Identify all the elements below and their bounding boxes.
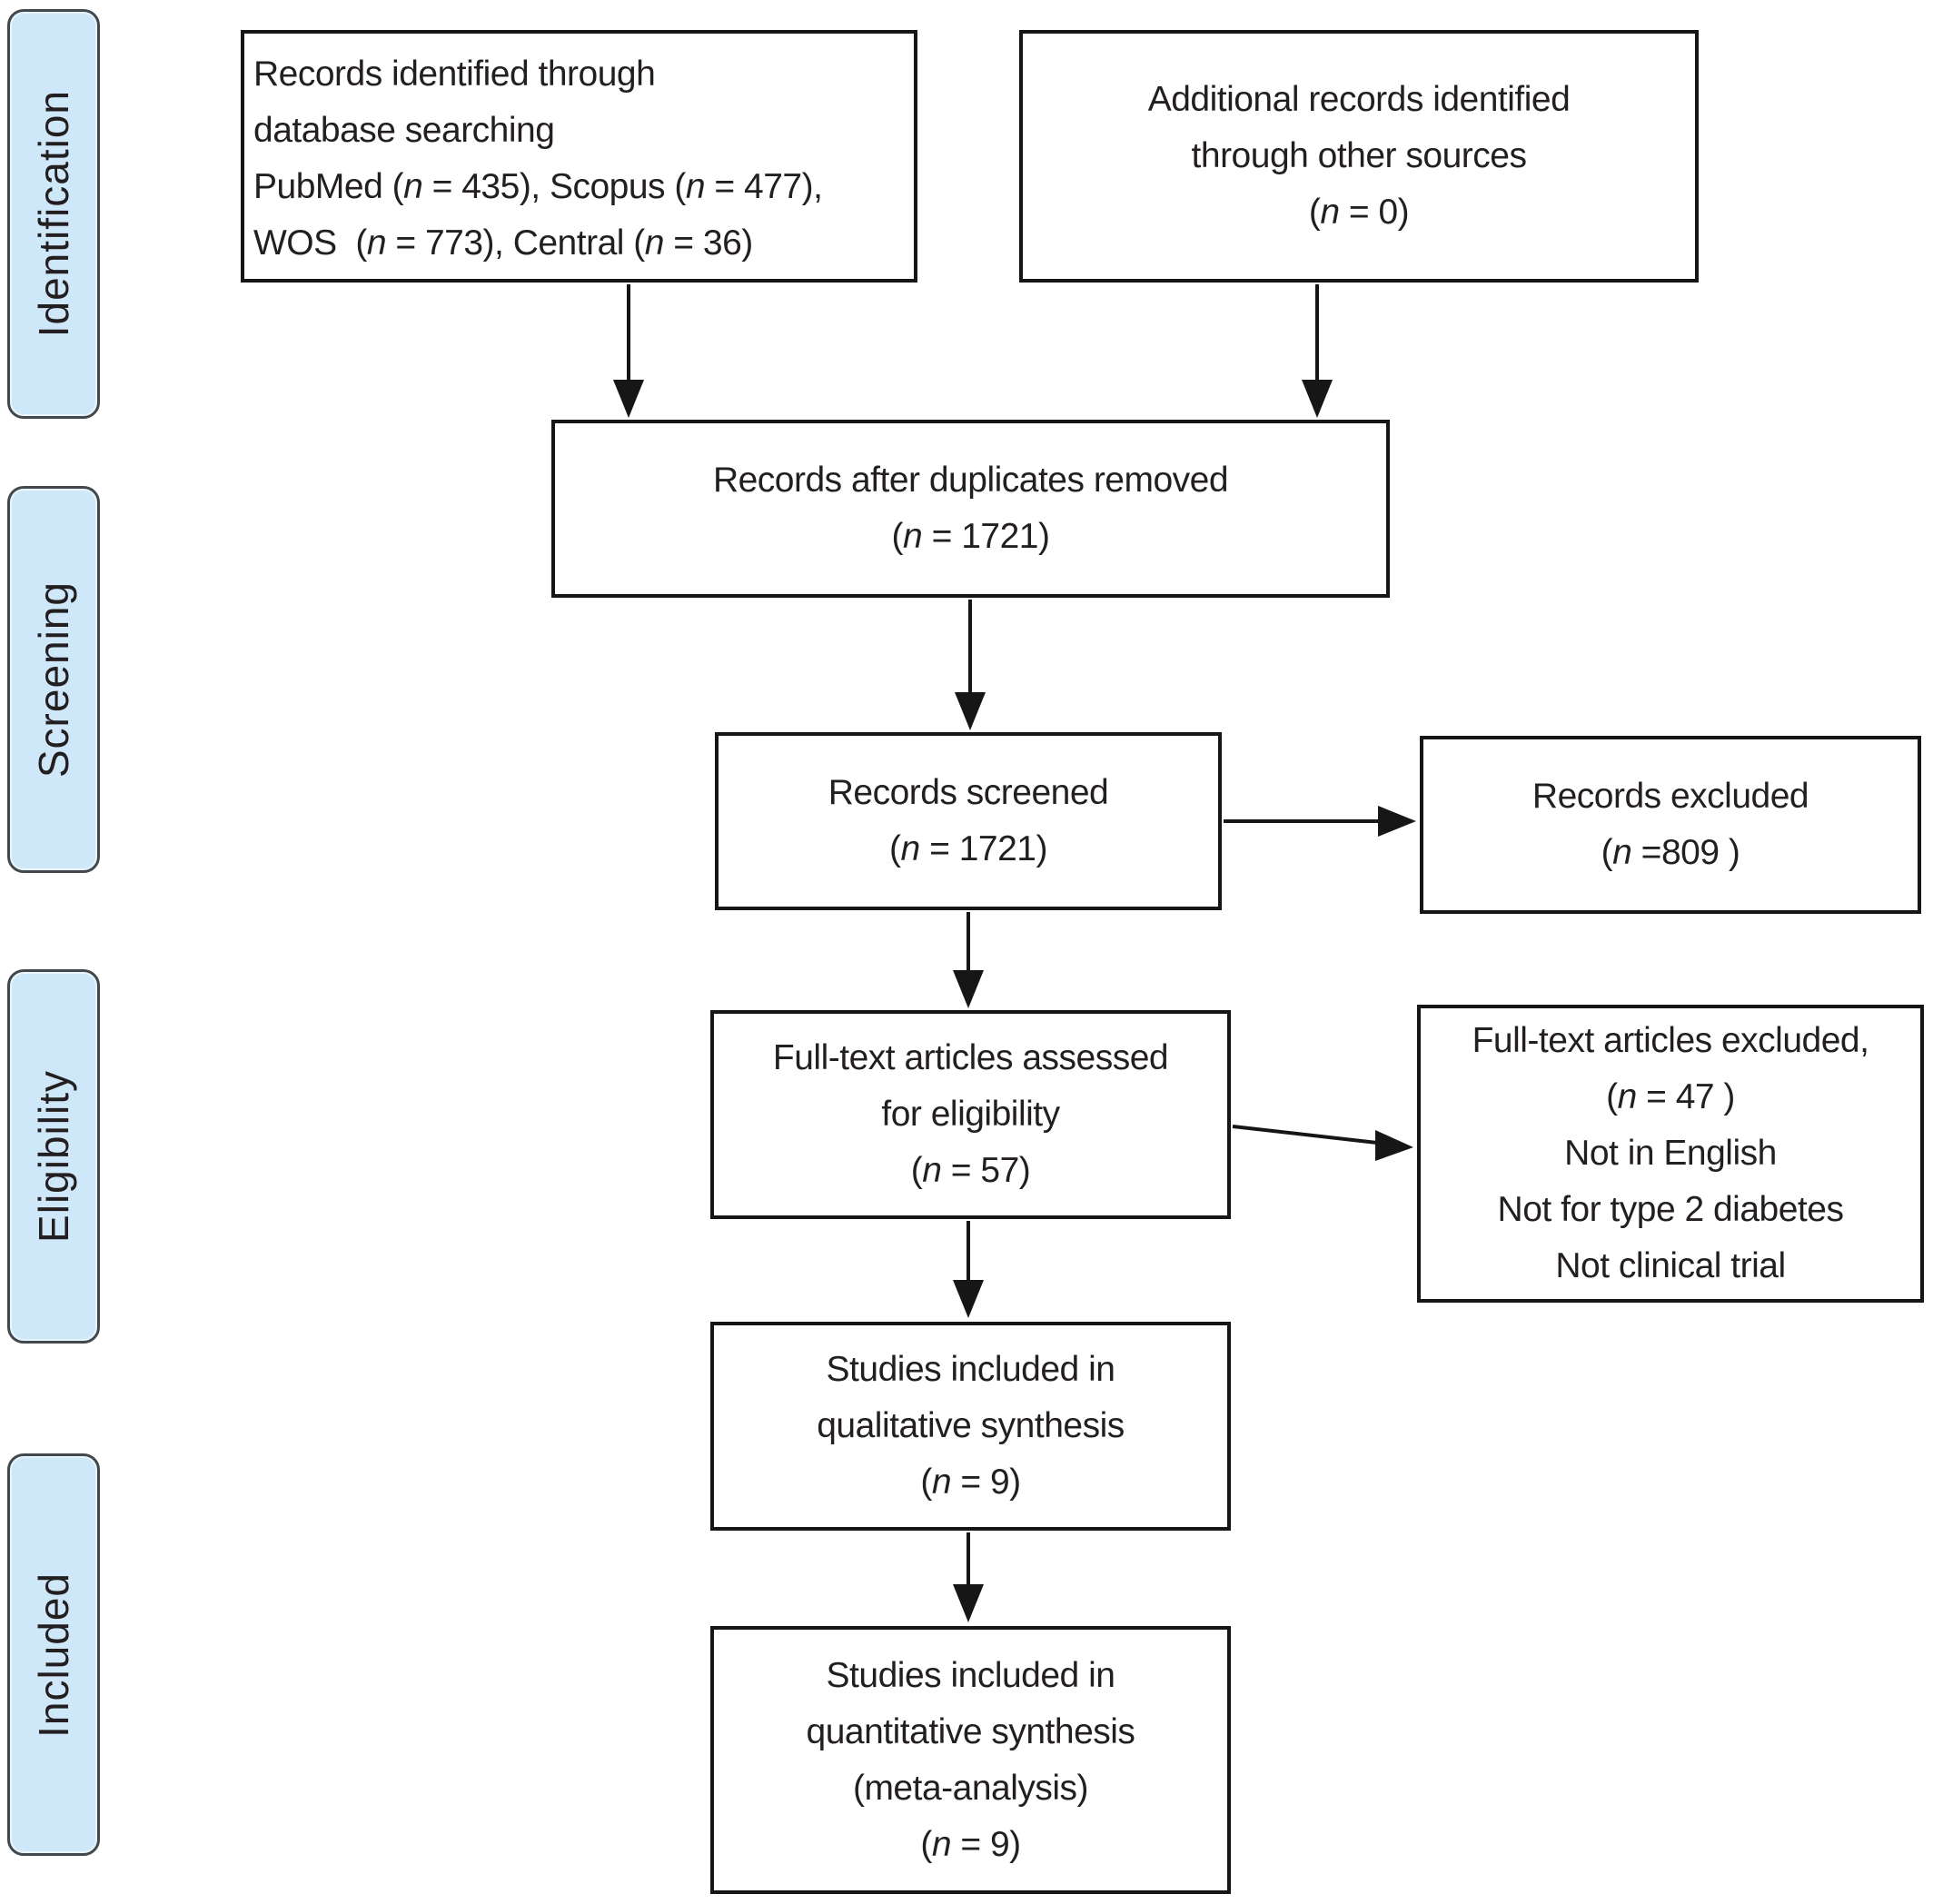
- box-additional-records: Additional records identified through ot…: [1019, 30, 1699, 283]
- text-line: Records excluded: [1532, 777, 1809, 816]
- text-line: PubMed (n = 435), Scopus (n = 477),: [253, 167, 823, 206]
- box-quantitative-synthesis: Studies included in quantitative synthes…: [710, 1626, 1231, 1894]
- arrowhead-down-icon: [1302, 380, 1333, 418]
- box-fulltext-excluded: Full-text articles excluded, (n = 47 ) N…: [1417, 1005, 1924, 1303]
- text-line: Not in English: [1564, 1134, 1777, 1173]
- arrowhead-down-icon: [953, 1280, 984, 1318]
- text-line: quantitative synthesis: [806, 1711, 1135, 1751]
- box-records-screened: Records screened (n = 1721): [715, 732, 1222, 910]
- text-line: (n = 1721): [889, 829, 1047, 868]
- text-line: (n = 9): [920, 1824, 1021, 1864]
- text-line: (meta-analysis): [852, 1768, 1089, 1808]
- text-line: Not for type 2 diabetes: [1497, 1190, 1844, 1229]
- box-records-identified: Records identified through database sear…: [241, 30, 917, 283]
- stage-label: Eligibility: [30, 1070, 77, 1243]
- text-line: Records screened: [828, 773, 1109, 812]
- text-line: (n = 57): [910, 1151, 1031, 1190]
- text-line: WOS (n = 773), Central (n = 36): [253, 223, 753, 263]
- text-line: (n = 47 ): [1606, 1077, 1735, 1116]
- text-line: Records after duplicates removed: [712, 461, 1229, 500]
- box-qualitative-synthesis: Studies included in qualitative synthesi…: [710, 1322, 1231, 1531]
- arrow-fulltext-to-excluded: [1232, 1125, 1378, 1145]
- text-line: Full-text articles excluded,: [1472, 1021, 1869, 1060]
- text-line: Full-text articles assessed: [772, 1038, 1169, 1077]
- text-line: Studies included in: [826, 1350, 1115, 1389]
- text-line: Additional records identified: [1147, 80, 1571, 119]
- box-fulltext-assessed: Full-text articles assessed for eligibil…: [710, 1010, 1231, 1219]
- stage-label: Identification: [30, 90, 77, 338]
- text-line: qualitative synthesis: [817, 1406, 1125, 1445]
- text-line: (n = 1721): [891, 517, 1050, 556]
- text-line: (n = 0): [1308, 193, 1410, 232]
- stage-eligibility: Eligibility: [7, 969, 100, 1344]
- box-records-excluded: Records excluded (n =809 ): [1420, 736, 1921, 914]
- text-line: Studies included in: [826, 1655, 1115, 1695]
- box-duplicates-removed: Records after duplicates removed (n = 17…: [551, 420, 1390, 598]
- stage-included: Included: [7, 1453, 100, 1856]
- text-line: database searching: [253, 111, 555, 150]
- arrowhead-down-icon: [955, 692, 986, 730]
- text-line: through other sources: [1191, 136, 1527, 175]
- stage-label: Included: [30, 1572, 77, 1738]
- stage-screening: Screening: [7, 486, 100, 873]
- arrowhead-right-icon: [1378, 806, 1416, 837]
- stage-identification: Identification: [7, 9, 100, 419]
- arrowhead-down-icon: [953, 1584, 984, 1622]
- arrowhead-down-icon: [953, 970, 984, 1008]
- text-line: for eligibility: [881, 1095, 1060, 1134]
- text-line: Not clinical trial: [1555, 1246, 1786, 1285]
- arrowhead-right-icon: [1375, 1130, 1413, 1161]
- text-line: (n = 9): [920, 1463, 1021, 1502]
- stage-label: Screening: [30, 580, 77, 778]
- arrowhead-down-icon: [613, 380, 644, 418]
- text-line: (n =809 ): [1601, 833, 1740, 872]
- text-line: Records identified through: [253, 55, 656, 94]
